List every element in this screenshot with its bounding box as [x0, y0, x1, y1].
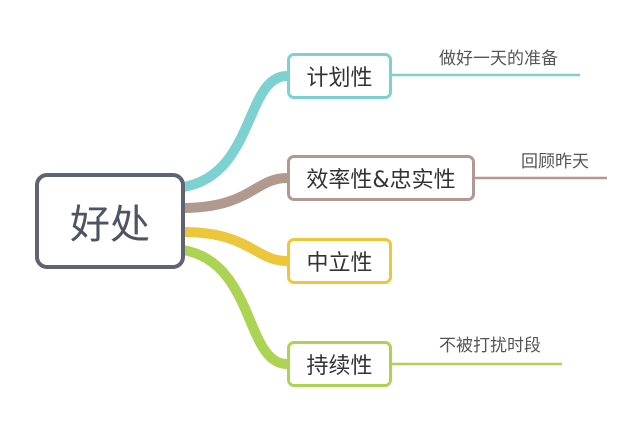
link-root-plan — [178, 71, 292, 192]
branch-node-continuity[interactable]: 持续性 — [287, 341, 392, 387]
link-root-neutral — [178, 227, 292, 266]
branch-node-efficiency[interactable]: 效率性&忠实性 — [287, 155, 475, 201]
leaf-label-continuity[interactable]: 不被打扰时段 — [439, 336, 541, 356]
leaf-label-efficiency[interactable]: 回顾昨天 — [521, 152, 589, 172]
branch-node-plan[interactable]: 计划性 — [287, 53, 392, 99]
branch-label-continuity: 持续性 — [306, 354, 373, 379]
root-label: 好处 — [70, 202, 150, 248]
link-root-efficiency — [178, 173, 292, 213]
root-node[interactable]: 好处 — [35, 173, 185, 269]
branch-node-neutral[interactable]: 中立性 — [287, 238, 392, 284]
branch-label-efficiency: 效率性&忠实性 — [306, 168, 456, 193]
leaf-label-plan[interactable]: 做好一天的准备 — [439, 49, 558, 69]
branch-label-plan: 计划性 — [306, 66, 373, 91]
branch-label-neutral: 中立性 — [306, 251, 373, 276]
link-root-continuity — [178, 245, 292, 369]
